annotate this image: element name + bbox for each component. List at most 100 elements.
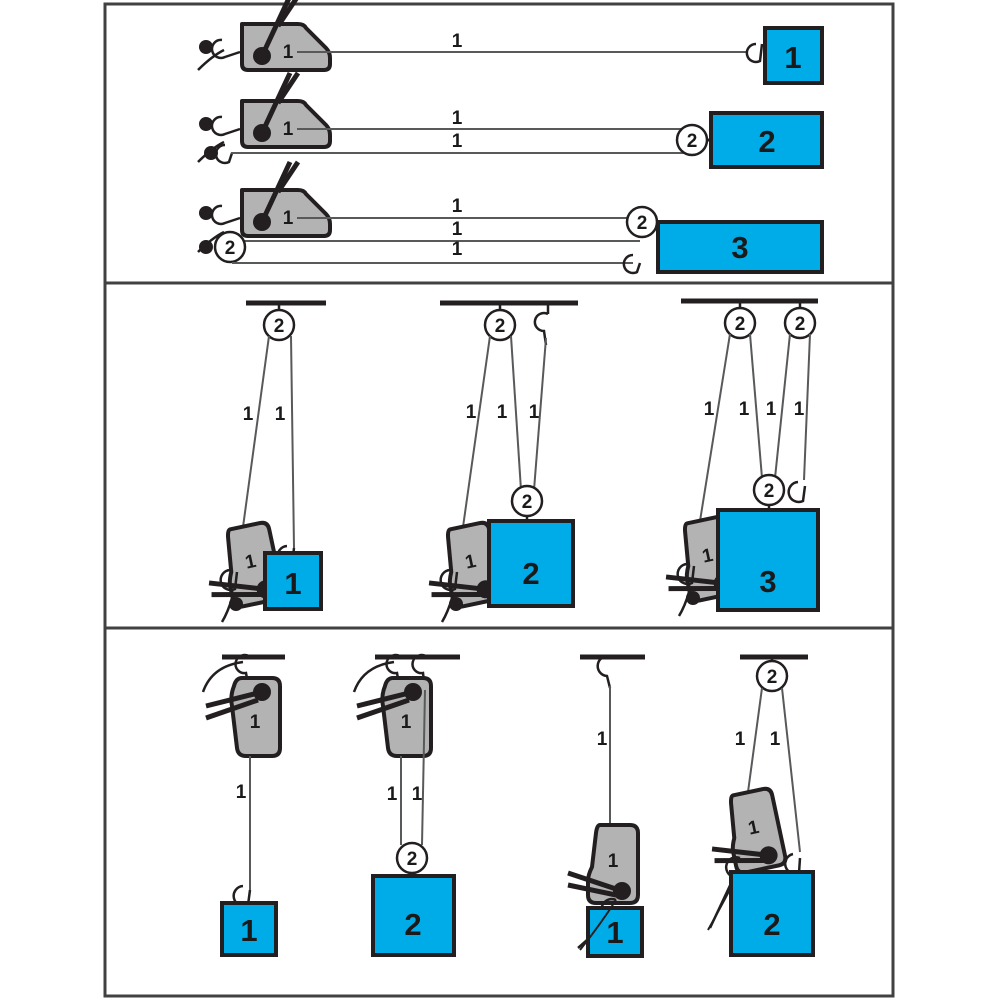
sys-1-system: 2 1 1 1 [199, 300, 326, 623]
rope-hook-icon [214, 143, 234, 165]
rope-fall [699, 333, 731, 522]
rope-hook-icon [439, 568, 459, 592]
rope-hook-icon [676, 562, 696, 586]
load-label: 1 [240, 913, 257, 948]
ceiling-hook-icon [533, 311, 549, 346]
rope-fall-count: 1 [452, 219, 463, 240]
row-2-system: 1 1 2 2 [197, 73, 824, 169]
load-block [586, 906, 644, 958]
sheave-count: 2 [735, 314, 746, 335]
load-label: 1 [284, 566, 301, 601]
sheave-count: 2 [637, 213, 648, 234]
rope-fall-count: 1 [452, 239, 463, 260]
sheave-count: 2 [687, 131, 698, 152]
rope-fall-count: 1 [387, 784, 398, 805]
load-block [263, 551, 323, 611]
rope-fall-count: 1 [275, 404, 286, 425]
sheave-marker [783, 306, 817, 340]
rope-fall [421, 689, 426, 846]
rope-end-dot [229, 597, 243, 611]
panel-ceiling-reeving: 2 1 1 1 2 [199, 298, 820, 623]
sheave-count: 2 [274, 316, 285, 337]
rope-fall-count: 1 [529, 402, 540, 423]
rope-fall [242, 335, 270, 528]
rope-hook-icon [210, 115, 241, 137]
load-hook-icon [745, 42, 764, 64]
ceiling-hook-icon [411, 653, 428, 691]
sheave-marker [755, 659, 789, 693]
rope-fall-count: 1 [452, 196, 463, 217]
rope-fall [533, 337, 547, 491]
sys-c-system: 1 1 [568, 654, 645, 958]
sheave-count: 2 [225, 238, 236, 259]
sheave-count: 2 [407, 849, 418, 870]
sheave-count: 2 [522, 492, 533, 513]
rope-fall [290, 335, 295, 549]
load-block [371, 874, 456, 957]
rope-fall [803, 333, 811, 481]
load-label: 1 [606, 915, 623, 950]
rope-fall [749, 333, 763, 479]
sys-a-system: 1 1 [201, 653, 285, 957]
load-hook-icon [622, 253, 642, 275]
rope-end-dot [449, 597, 463, 611]
sys-3-system: 2 2 1 1 1 1 2 3 [656, 298, 820, 617]
load-label: 2 [758, 124, 775, 159]
load-block [763, 26, 824, 85]
rope-end-dot [204, 146, 218, 160]
panel-horizontal-reeving: 1 1 1 1 2 2 [197, 0, 824, 275]
sheave-marker [483, 308, 517, 342]
rope-fall [510, 335, 522, 491]
sheave-marker [262, 308, 296, 342]
rope-end-dot [686, 591, 700, 605]
rope-fall-count: 1 [452, 108, 463, 129]
load-block [487, 519, 575, 608]
rope-fall-count: 1 [597, 729, 608, 750]
rope-fall-count: 1 [236, 782, 247, 803]
rope-end-dot [199, 240, 213, 254]
rope-end-dot [199, 117, 213, 131]
rope-fall [462, 335, 491, 528]
rope-fall-count: 1 [735, 729, 746, 750]
rope-fall-count: 1 [452, 131, 463, 152]
rope-end-dot [199, 40, 213, 54]
load-label: 2 [522, 556, 539, 591]
rope-fall-count: 1 [770, 729, 781, 750]
load-block [656, 220, 824, 274]
rope-fall-count: 1 [739, 399, 750, 420]
rope-fall [781, 687, 801, 853]
sheave-count: 2 [764, 481, 775, 502]
sheave-marker [213, 230, 247, 264]
rope-fall-count: 1 [497, 402, 508, 423]
load-label: 3 [731, 230, 748, 265]
load-label: 2 [404, 907, 421, 942]
rope-fall-count: 1 [794, 399, 805, 420]
rope-hook-icon [210, 204, 241, 226]
rope-hook-icon [219, 568, 239, 592]
sys-2-system: 2 1 1 1 2 2 [419, 300, 578, 623]
rope-fall-count: 1 [243, 404, 254, 425]
sheave-count: 2 [767, 667, 778, 688]
load-block [729, 870, 815, 957]
load-label: 3 [759, 564, 776, 599]
load-hook-icon [787, 480, 807, 504]
load-block [716, 508, 820, 612]
rope-fall-count: 1 [766, 399, 777, 420]
ceiling-hook-icon [596, 654, 613, 689]
rope-fall [774, 333, 791, 479]
load-block [220, 901, 278, 957]
load-label: 1 [784, 40, 801, 75]
rope-fall-count: 1 [466, 402, 477, 423]
panel-simple-systems: 1 1 1 1 2 2 1 [201, 653, 815, 958]
sys-d-system: 2 1 1 2 [702, 654, 815, 957]
sheave-marker [723, 306, 757, 340]
rope-fall-count: 1 [452, 31, 463, 52]
load-block [709, 111, 824, 169]
sheave-count: 2 [495, 316, 506, 337]
rope-hook-icon [210, 38, 241, 60]
rope-end-dot [199, 206, 213, 220]
row-3-system: 1 1 2 1 2 3 [197, 162, 824, 275]
rope-fall-count: 1 [412, 784, 423, 805]
